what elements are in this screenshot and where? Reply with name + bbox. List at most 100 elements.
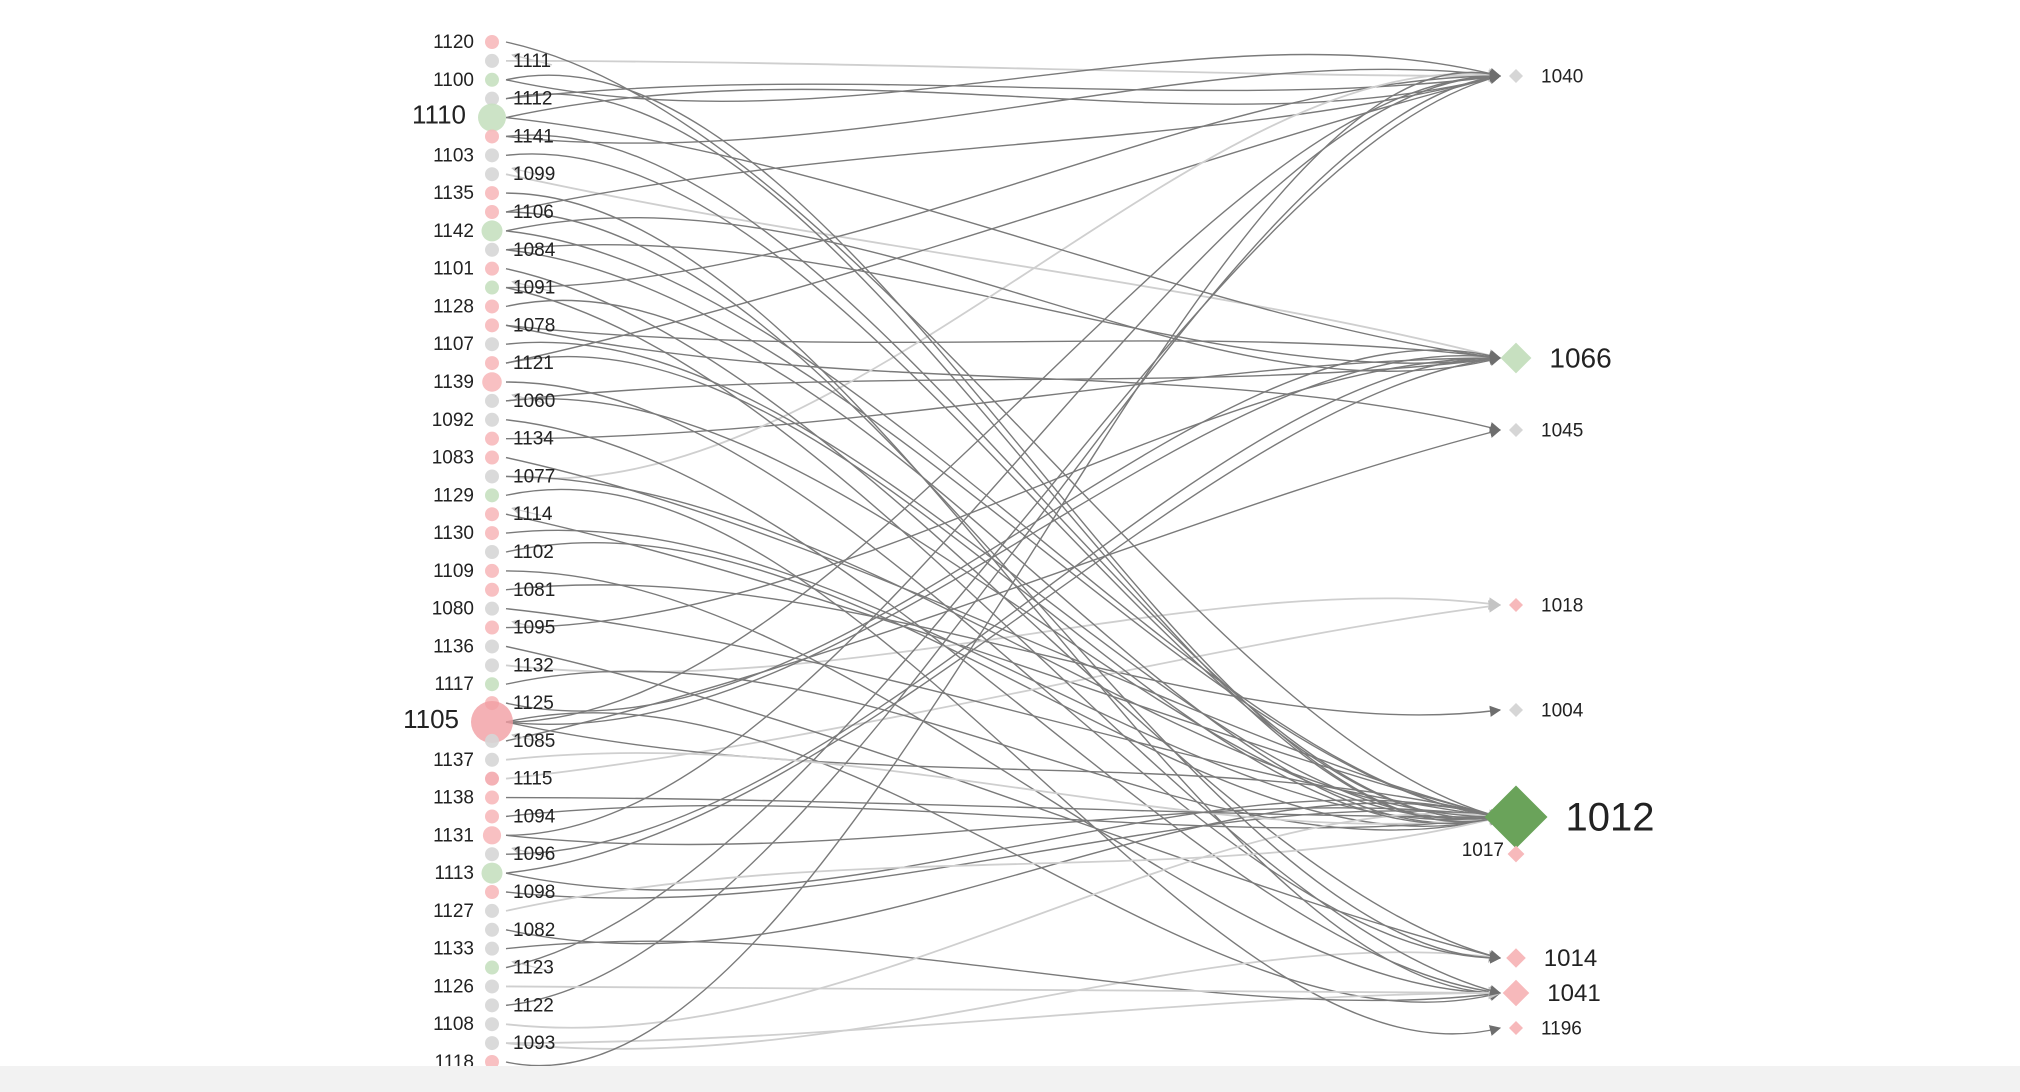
node-1106[interactable] xyxy=(485,205,499,219)
node-label-1099: 1099 xyxy=(513,164,555,185)
network-diagram: 1120111111001112111011411103109911351106… xyxy=(403,32,1654,1073)
node-1121[interactable] xyxy=(485,356,499,371)
node-1066[interactable] xyxy=(1500,342,1532,374)
edge-1095-1066 xyxy=(505,352,1502,629)
node-1081[interactable] xyxy=(485,582,499,597)
back-arrow-1111 xyxy=(511,52,553,66)
node-1120[interactable] xyxy=(485,35,499,49)
node-1099[interactable] xyxy=(485,167,499,182)
node-1132[interactable] xyxy=(485,658,499,673)
edge-1102-1012 xyxy=(505,542,1502,827)
node-1113[interactable] xyxy=(481,862,503,884)
edge-1111-1040 xyxy=(505,59,1502,83)
node-1133[interactable] xyxy=(485,941,499,956)
node-label-1107: 1107 xyxy=(433,334,474,355)
node-1012[interactable] xyxy=(1484,785,1548,849)
node-label-1111: 1111 xyxy=(513,51,551,72)
footer-bar xyxy=(0,1066,2020,1092)
node-1084[interactable] xyxy=(485,242,499,257)
node-1101[interactable] xyxy=(485,261,499,276)
edge-1060-1012 xyxy=(505,398,1502,824)
node-1128[interactable] xyxy=(485,299,499,314)
node-1131[interactable] xyxy=(482,826,502,845)
node-1045[interactable] xyxy=(1509,423,1523,437)
node-label-1139: 1139 xyxy=(433,372,474,393)
node-1092[interactable] xyxy=(485,412,499,427)
edge-1114-1012 xyxy=(505,513,1502,820)
edge-1141-1040 xyxy=(505,68,1502,144)
edge-1106-1014 xyxy=(505,211,1502,964)
edge-1133-1041 xyxy=(505,940,1502,1002)
node-1095[interactable] xyxy=(485,620,499,635)
node-1085[interactable] xyxy=(485,733,499,748)
node-1093[interactable] xyxy=(485,1036,499,1051)
node-1141[interactable] xyxy=(485,129,499,144)
node-1139[interactable] xyxy=(482,372,502,392)
node-1109[interactable] xyxy=(485,563,499,578)
edge-1138-1012 xyxy=(505,796,1502,823)
node-1126[interactable] xyxy=(485,979,499,994)
node-1136[interactable] xyxy=(485,639,499,654)
node-1112[interactable] xyxy=(485,91,499,106)
node-1115[interactable] xyxy=(485,771,499,786)
node-label-1078: 1078 xyxy=(513,315,555,336)
node-1094[interactable] xyxy=(485,809,499,824)
node-1122[interactable] xyxy=(485,998,499,1013)
node-1103[interactable] xyxy=(485,148,499,163)
edge-1105-1012 xyxy=(505,721,1502,820)
edge-1115-1018 xyxy=(505,600,1502,780)
node-label-1092: 1092 xyxy=(432,410,474,431)
node-1108[interactable] xyxy=(485,1017,499,1032)
node-1134[interactable] xyxy=(485,431,499,446)
node-1102[interactable] xyxy=(485,545,499,559)
edge-1105-1040 xyxy=(505,70,1502,723)
node-1080[interactable] xyxy=(485,601,499,616)
node-1040[interactable] xyxy=(1509,69,1523,83)
node-label-1121: 1121 xyxy=(513,353,554,374)
node-1041[interactable] xyxy=(1502,979,1530,1007)
node-1060[interactable] xyxy=(485,393,499,408)
node-label-1060: 1060 xyxy=(513,391,555,412)
node-1107[interactable] xyxy=(485,337,499,352)
node-1129[interactable] xyxy=(485,488,499,503)
edge-1142-1066 xyxy=(505,216,1502,372)
node-label-1018: 1018 xyxy=(1541,595,1583,616)
edge-1084-1012 xyxy=(505,249,1502,822)
node-1137[interactable] xyxy=(485,752,499,767)
node-label-1041: 1041 xyxy=(1547,980,1600,1007)
node-1077[interactable] xyxy=(485,469,499,484)
node-1091[interactable] xyxy=(485,280,499,295)
node-label-1142: 1142 xyxy=(433,221,474,242)
node-1004[interactable] xyxy=(1509,703,1523,717)
node-1118[interactable] xyxy=(485,1055,499,1069)
node-label-1127: 1127 xyxy=(433,901,474,922)
node-1135[interactable] xyxy=(485,186,499,201)
node-1142[interactable] xyxy=(481,220,503,242)
node-1018[interactable] xyxy=(1509,598,1523,612)
node-label-1128: 1128 xyxy=(433,296,474,317)
node-1098[interactable] xyxy=(485,885,499,899)
edge-1125-1066 xyxy=(505,349,1502,712)
edge-1131-1012 xyxy=(505,807,1502,846)
node-1123[interactable] xyxy=(485,960,499,975)
node-1127[interactable] xyxy=(485,903,499,918)
node-1105[interactable] xyxy=(471,701,513,743)
node-1138[interactable] xyxy=(485,790,499,805)
node-1078[interactable] xyxy=(485,318,499,333)
node-label-1082: 1082 xyxy=(513,920,555,941)
node-1114[interactable] xyxy=(485,507,499,522)
node-1082[interactable] xyxy=(485,922,499,937)
node-1196[interactable] xyxy=(1509,1021,1523,1035)
edge-1060-1066 xyxy=(505,353,1502,402)
node-1117[interactable] xyxy=(485,677,499,692)
node-1110[interactable] xyxy=(478,103,506,132)
back-arrow-1114 xyxy=(511,505,553,519)
edge-1121-1012 xyxy=(505,355,1502,825)
node-1017[interactable] xyxy=(1507,845,1525,863)
node-1111[interactable] xyxy=(485,53,499,68)
node-1130[interactable] xyxy=(485,526,499,541)
node-1100[interactable] xyxy=(485,72,499,87)
node-1096[interactable] xyxy=(485,847,499,862)
node-1083[interactable] xyxy=(485,450,499,465)
node-1014[interactable] xyxy=(1506,948,1526,968)
